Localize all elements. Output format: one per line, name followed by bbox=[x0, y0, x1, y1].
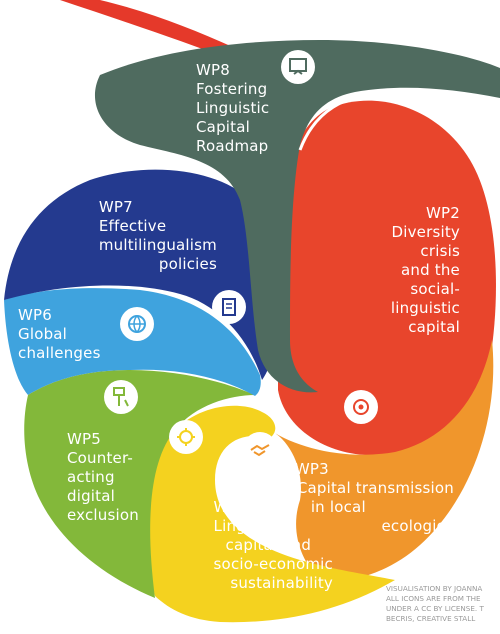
wp4-line-3: socio-economic bbox=[213, 555, 333, 573]
wp8-code: WP8 bbox=[196, 61, 231, 79]
wp5-line-1: Counter- bbox=[67, 449, 133, 467]
wp3-line-2: in local bbox=[310, 498, 366, 516]
handshake-icon bbox=[243, 432, 277, 466]
wp7-code: WP7 bbox=[98, 198, 133, 216]
wp2-line-6: capital bbox=[408, 318, 460, 336]
wp4-line-1: Linguistic bbox=[213, 517, 287, 535]
wp6-label: WP6 Global challenges bbox=[18, 306, 101, 363]
wp8-label: WP8 Fostering Linguistic Capital Roadmap bbox=[196, 61, 269, 156]
wp2-line-5: linguistic bbox=[390, 299, 460, 317]
divider-line bbox=[298, 90, 386, 151]
globe-icon bbox=[120, 307, 154, 341]
wp3-code: WP3 bbox=[294, 460, 329, 478]
wp3-label: WP3 Capital transmission in local ecolog… bbox=[294, 460, 454, 536]
wp8-line-1: Fostering bbox=[196, 80, 268, 98]
wp4-segment bbox=[145, 405, 395, 623]
wp2-code: WP2 bbox=[425, 204, 460, 222]
wp8-segment bbox=[94, 40, 500, 393]
wp4-line-4: sustainability bbox=[230, 574, 333, 592]
credit-note: VISUALISATION BY JOANNA ALL ICONS ARE FR… bbox=[386, 584, 500, 624]
wp4-code: WP4 bbox=[213, 498, 248, 516]
wp5-line-4: exclusion bbox=[67, 506, 139, 524]
document-icon bbox=[212, 290, 246, 324]
wp2-segment bbox=[278, 100, 496, 456]
wp2-label: WP2 Diversity crisis and the social- lin… bbox=[391, 204, 460, 337]
wp2-line-4: social- bbox=[410, 280, 460, 298]
wp2-line-2: crisis bbox=[420, 242, 460, 260]
wp5-label: WP5 Counter- acting digital exclusion bbox=[67, 430, 139, 525]
wp3-line-3: ecologies bbox=[381, 517, 454, 535]
wp5-line-3: digital bbox=[67, 487, 116, 505]
wp7-line-2: multilingualism bbox=[98, 236, 217, 254]
recycle-gear-icon bbox=[169, 420, 203, 454]
wp5-code: WP5 bbox=[67, 430, 102, 448]
credit-line-2: ALL ICONS ARE FROM THE bbox=[386, 594, 481, 603]
wp4-line-2: capital and bbox=[225, 536, 312, 554]
credit-line-1: VISUALISATION BY JOANNA bbox=[386, 584, 483, 593]
wp7-line-1: Effective bbox=[98, 217, 167, 235]
wp5-line-2: acting bbox=[67, 468, 115, 486]
wp8-line-2: Linguistic bbox=[196, 99, 270, 117]
wp6-code: WP6 bbox=[18, 306, 53, 324]
wp6-segment bbox=[4, 288, 261, 396]
brain-gears-icon bbox=[344, 390, 378, 424]
wp6-line-1: Global bbox=[18, 325, 68, 343]
credit-line-4: BECRIS, CREATIVE STALL bbox=[386, 614, 476, 623]
wp5-segment bbox=[24, 370, 255, 598]
wp8-line-3: Capital bbox=[196, 118, 250, 136]
wp4-label: WP4 Linguistic capital and socio-economi… bbox=[214, 498, 333, 593]
wp6-line-2: challenges bbox=[18, 344, 101, 362]
presentation-board-icon bbox=[281, 50, 315, 84]
protest-sign-icon bbox=[104, 380, 138, 414]
wp8-line-4: Roadmap bbox=[196, 137, 269, 155]
wp2-line-3: and the bbox=[400, 261, 460, 279]
wp3-segment bbox=[270, 340, 494, 582]
wp7-label: WP7 Effective multilingualism policies bbox=[99, 198, 217, 274]
credit-line-3: UNDER A CC BY LICENSE. T bbox=[386, 604, 484, 613]
wp7-segment bbox=[4, 169, 277, 380]
wp2-line-1: Diversity bbox=[391, 223, 460, 241]
wp7-line-3: policies bbox=[158, 255, 217, 273]
wp3-line-1: Capital transmission bbox=[296, 479, 454, 497]
